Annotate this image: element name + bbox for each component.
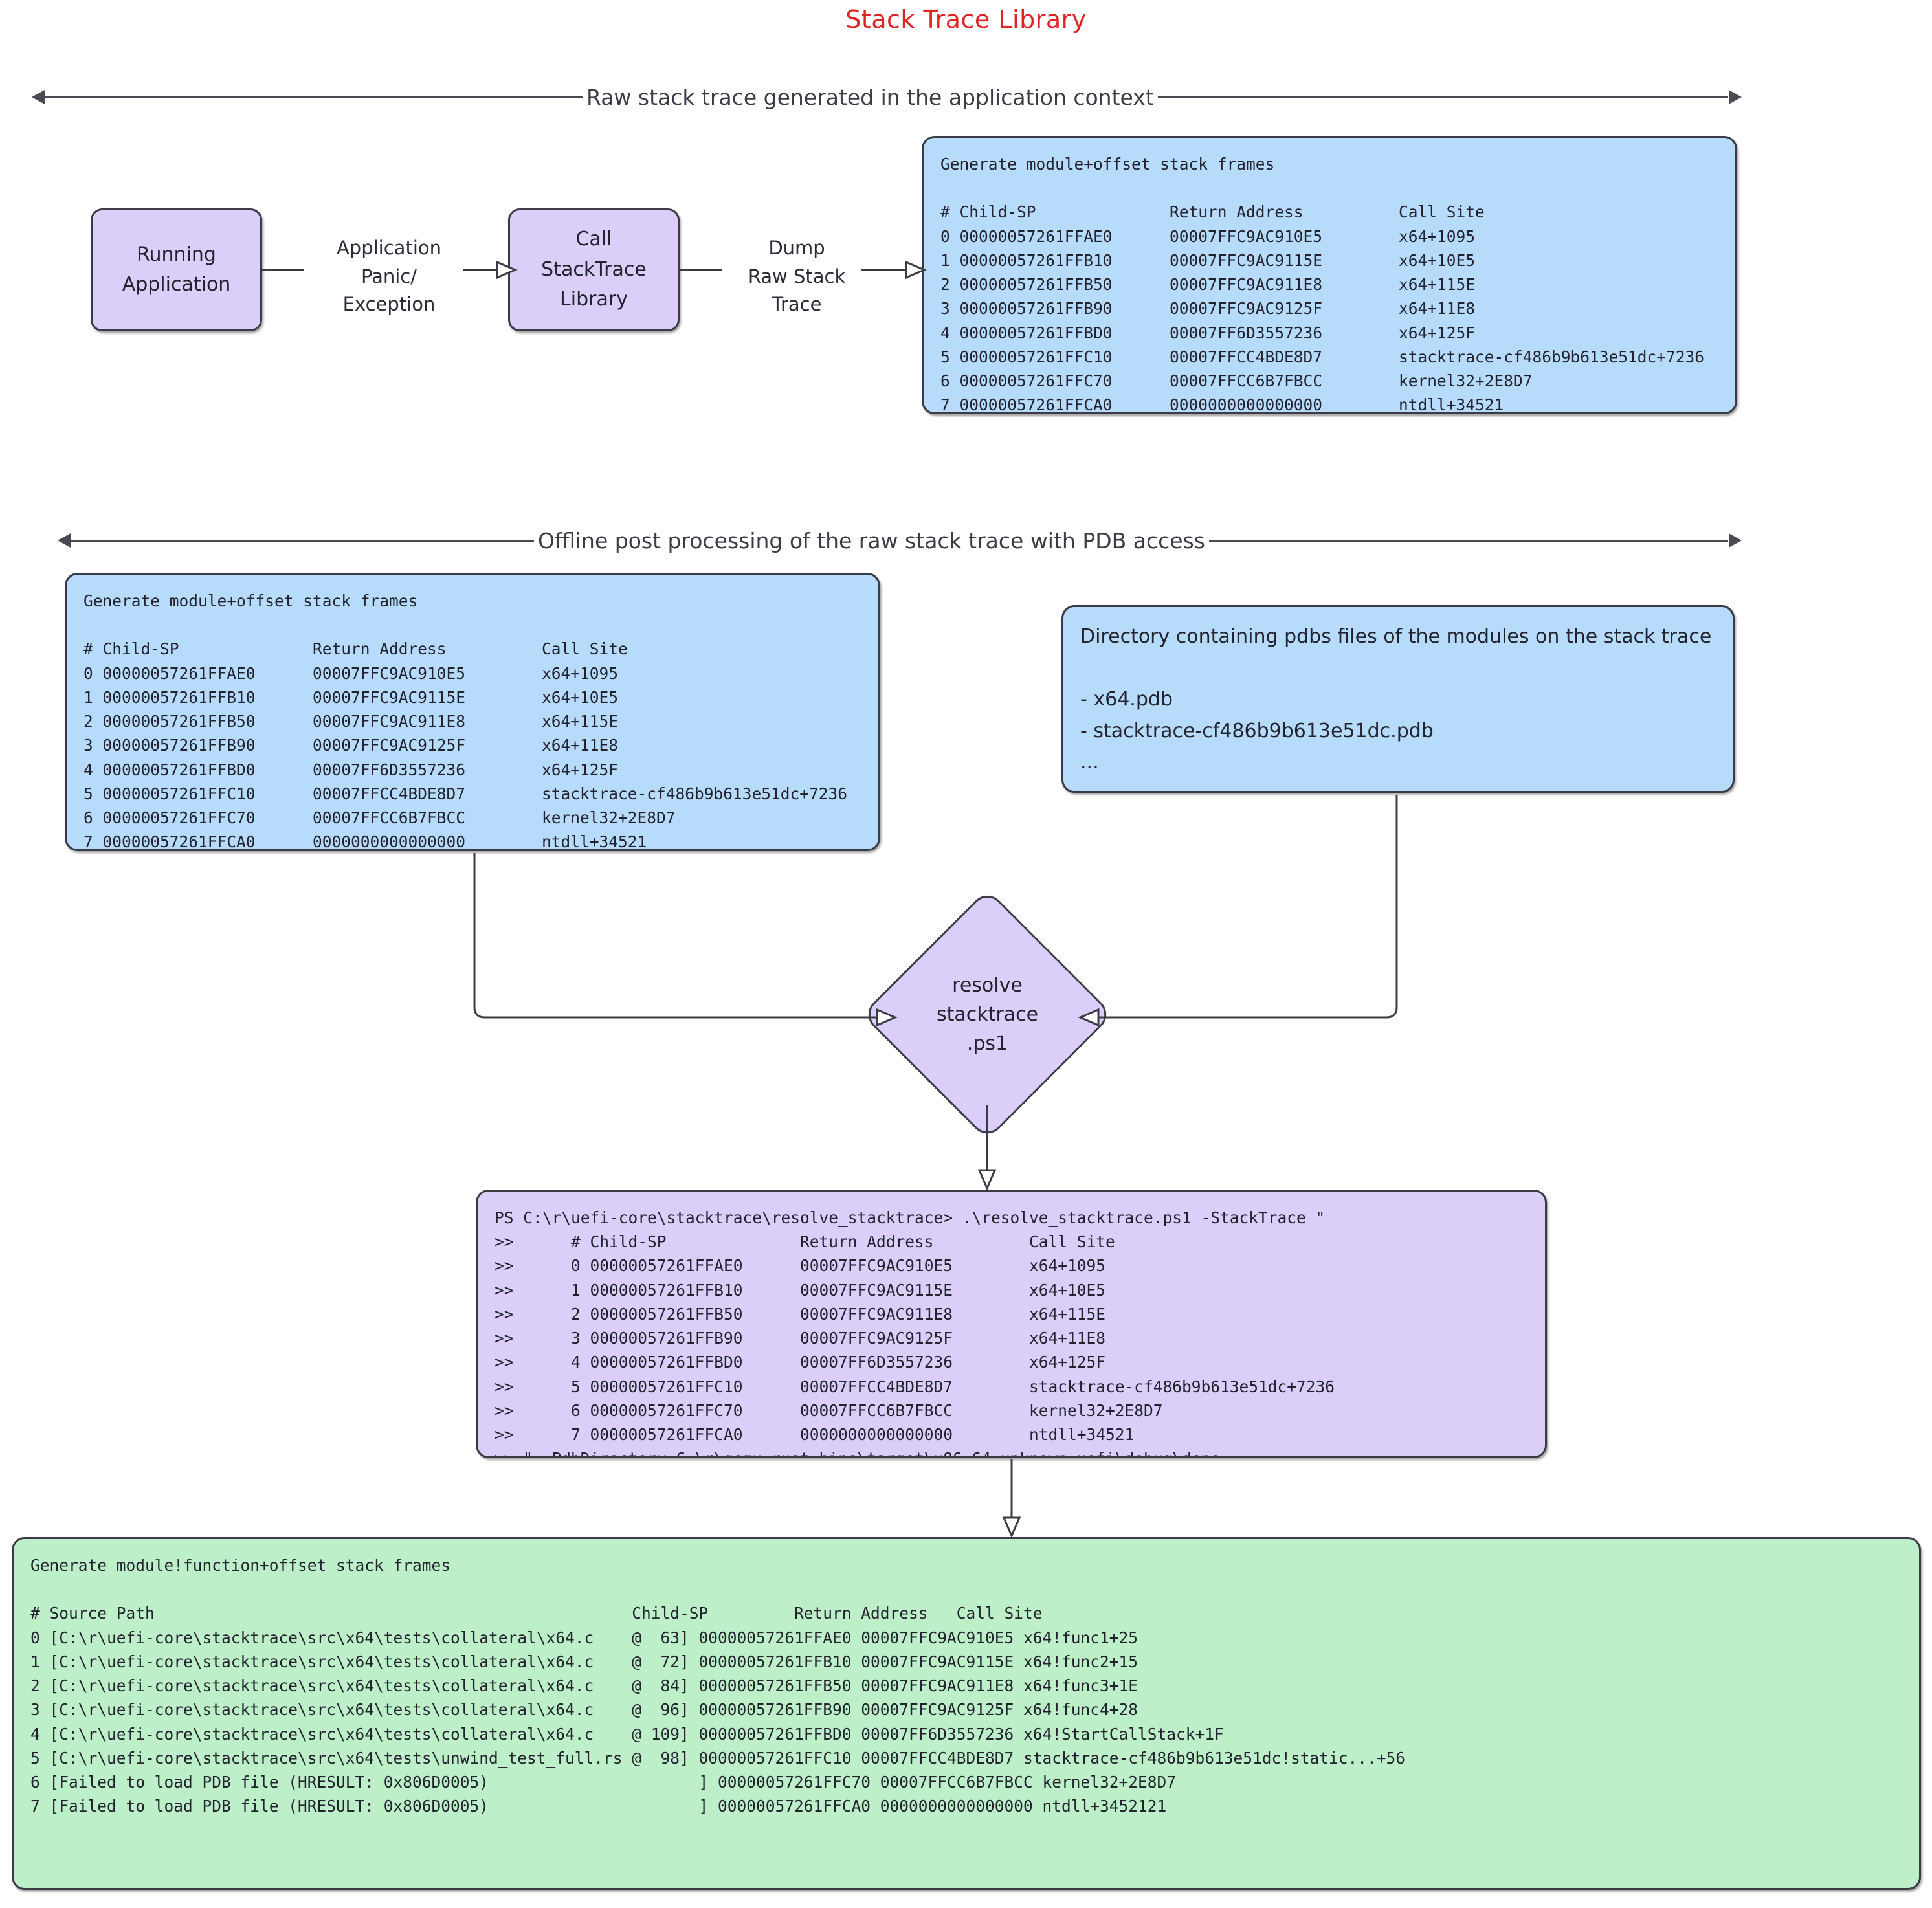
node-resolve-stacktrace-script[interactable]: resolve stacktrace .ps1 xyxy=(861,889,1113,1140)
powershell-command-box: PS C:\r\uefi-core\stacktrace\resolve_sta… xyxy=(476,1190,1547,1458)
edge-label-application-panic: Application Panic/ Exception xyxy=(311,233,467,320)
section-divider-raw-trace: Raw stack trace generated in the applica… xyxy=(32,78,1742,116)
arrow-right-icon xyxy=(1729,533,1742,548)
section-label-offline-processing: Offline post processing of the raw stack… xyxy=(538,527,1205,553)
edge-pdb-dir-to-resolve xyxy=(1098,795,1398,1019)
node-running-application[interactable]: Running Application xyxy=(91,208,262,331)
section-label-raw-trace: Raw stack trace generated in the applica… xyxy=(586,84,1154,110)
edge-label-dump-raw-stack-trace: Dump Raw Stack Trace xyxy=(725,233,869,320)
edge-raw-trace-to-resolve xyxy=(473,853,877,1019)
section-divider-offline-processing: Offline post processing of the raw stack… xyxy=(58,521,1742,560)
raw-stack-trace-box-2: Generate module+offset stack frames # Ch… xyxy=(65,573,880,851)
raw-stack-trace-box-1: Generate module+offset stack frames # Ch… xyxy=(922,136,1737,414)
arrowhead-icon xyxy=(1002,1516,1021,1538)
diamond-label: resolve stacktrace .ps1 xyxy=(936,974,1039,1055)
node-call-stacktrace-library[interactable]: Call StackTrace Library xyxy=(508,208,680,331)
page-title: Stack Trace Library xyxy=(845,5,1087,34)
arrow-right-icon xyxy=(1729,90,1742,104)
pdb-directory-box: Directory containing pdbs files of the m… xyxy=(1061,605,1735,793)
arrow-left-icon xyxy=(32,90,45,104)
resolved-stack-trace-box: Generate module!function+offset stack fr… xyxy=(12,1537,1921,1890)
arrow-left-icon xyxy=(58,533,71,548)
arrowhead-icon xyxy=(977,1169,997,1191)
